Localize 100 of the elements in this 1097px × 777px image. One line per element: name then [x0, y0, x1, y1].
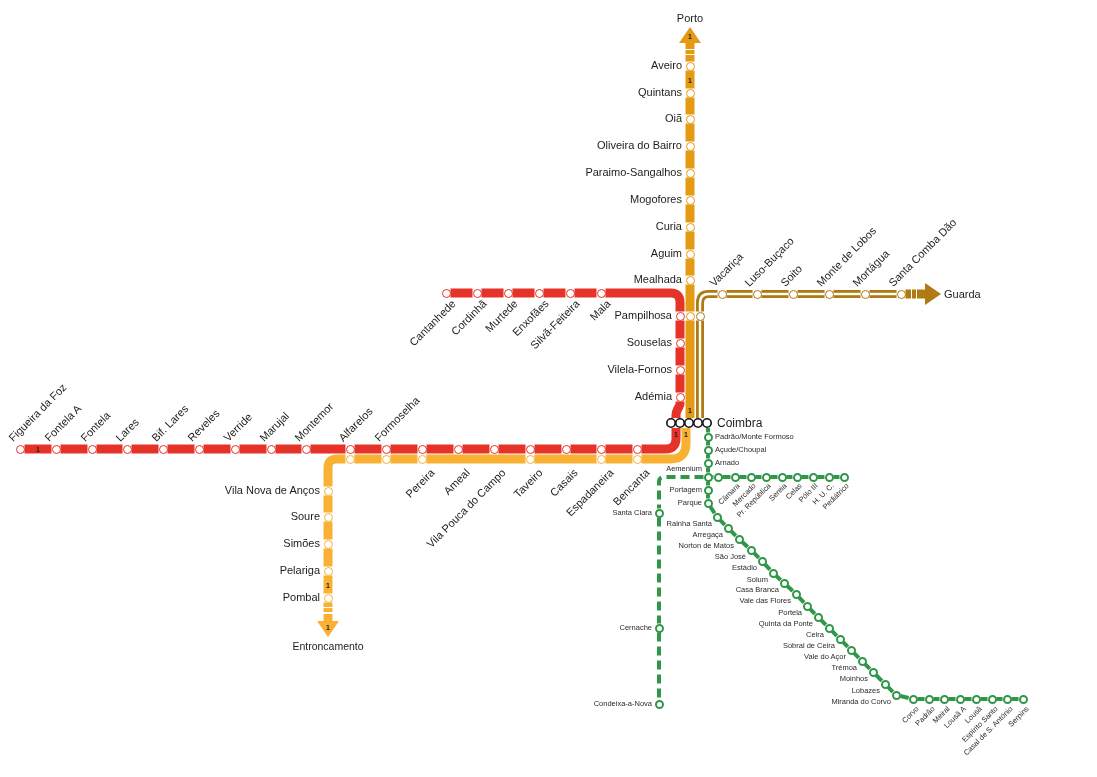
station-dot [381, 444, 391, 454]
station-dot [730, 472, 740, 482]
station-dot [835, 634, 845, 644]
station-dot [266, 444, 276, 454]
station-dot [51, 444, 61, 454]
station-name: Souselas [626, 337, 672, 349]
rail-line [605, 444, 633, 454]
station-dot [908, 694, 918, 704]
station-dot [703, 432, 713, 442]
station-dot [703, 445, 713, 455]
station-dot [768, 568, 778, 578]
rail-line [706, 494, 710, 499]
dashed-rail-line [657, 632, 661, 700]
rail-line [685, 320, 695, 418]
rail-line [390, 454, 418, 464]
rail-line [706, 481, 710, 486]
destination-name: Guarda [941, 285, 985, 303]
rail-line [354, 454, 382, 464]
station-dot [734, 534, 744, 544]
station-dot [685, 222, 695, 232]
rail-line [685, 97, 695, 115]
rail-line [462, 444, 490, 454]
station-dot [525, 454, 535, 464]
station-dot [813, 612, 823, 622]
station-dot [194, 444, 204, 454]
station-dot [323, 539, 333, 549]
station-dot [323, 593, 333, 603]
station-dot [839, 472, 849, 482]
rail-line [706, 454, 710, 459]
rail-line [481, 288, 504, 298]
rail-line [712, 475, 714, 479]
station-dot [717, 289, 727, 299]
rail-line [641, 428, 691, 464]
station-dot [703, 498, 713, 508]
station-dot [654, 623, 664, 633]
rail-line [450, 288, 473, 298]
interchange-marker [666, 418, 712, 428]
destination-name: Porto [676, 9, 704, 27]
station-dot [675, 392, 685, 402]
station-dot [824, 289, 834, 299]
station-name: Pampilhosa [614, 310, 672, 322]
station-dot [596, 454, 606, 464]
rail-line [817, 475, 825, 479]
rail-line [685, 150, 695, 169]
rail-line [96, 444, 123, 454]
station-dot [525, 444, 535, 454]
station-name: Soure [290, 511, 320, 523]
station-dot [791, 589, 801, 599]
rail-line [833, 475, 840, 479]
station-dot [868, 667, 878, 677]
rail-line [675, 320, 685, 339]
station-dot [860, 289, 870, 299]
rail-line [323, 548, 333, 567]
station-dot [896, 289, 906, 299]
station-name: Aguim [650, 248, 682, 260]
rail-line [917, 697, 925, 701]
rail-line-arrow [679, 27, 701, 62]
rail-line [685, 258, 695, 276]
rail-line [770, 475, 778, 479]
rail-line [534, 444, 562, 454]
rail-line [323, 495, 333, 513]
station-dot [675, 365, 685, 375]
station-dot [757, 556, 767, 566]
station-dot [596, 288, 606, 298]
station-dot [472, 288, 482, 298]
rail-line [239, 444, 267, 454]
rail-line [131, 444, 159, 454]
station-dot [15, 444, 25, 454]
rail-line [722, 475, 731, 479]
station-dot [685, 311, 695, 321]
station-name: Coimbra [717, 416, 763, 430]
station-dot [685, 249, 695, 259]
station-dot [685, 275, 695, 285]
rail-line [685, 177, 695, 196]
destination-name: Entroncamento [288, 637, 368, 655]
station-dot [122, 444, 132, 454]
station-dot [857, 656, 867, 666]
station-name: Paraimo-Sangalhos [585, 167, 682, 179]
rail-line [899, 694, 910, 700]
rail-line [675, 374, 685, 393]
rail-line [605, 288, 685, 312]
station-dot [417, 444, 427, 454]
station-name: Quintans [637, 87, 682, 99]
rail-line [706, 428, 710, 433]
station-dot [301, 444, 311, 454]
station-dot [685, 114, 695, 124]
station-dot [453, 444, 463, 454]
station-dot [654, 508, 664, 518]
rail-line [426, 454, 526, 464]
station-name: Oiã [664, 113, 682, 125]
rail-line [641, 428, 681, 454]
station-dot [713, 472, 723, 482]
station-dot [955, 694, 965, 704]
station-dot [1018, 694, 1028, 704]
station-dot [808, 472, 818, 482]
station-dot [561, 444, 571, 454]
dashed-rail-line [657, 475, 704, 509]
station-dot [345, 454, 355, 464]
rail-line [1011, 697, 1019, 701]
station-dot [685, 195, 695, 205]
